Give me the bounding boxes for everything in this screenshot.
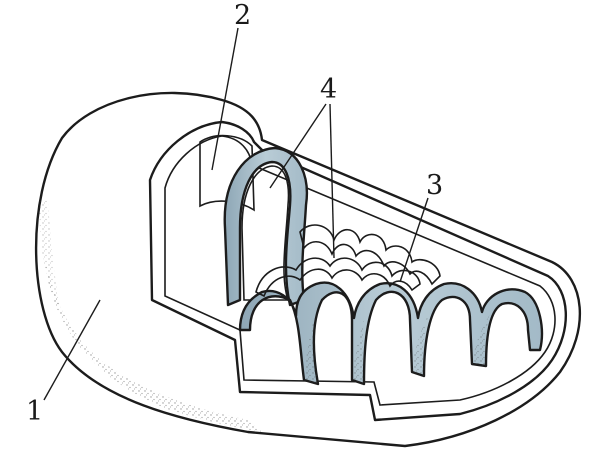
leader-4b <box>329 103 335 259</box>
leader-2 <box>211 27 239 171</box>
leader-4a <box>269 103 327 189</box>
label-4: 4 <box>320 74 337 105</box>
label-3: 3 <box>426 170 443 201</box>
cristae <box>238 224 544 386</box>
label-2: 2 <box>234 0 251 31</box>
leader-lines <box>43 27 429 401</box>
leader-3 <box>399 197 429 283</box>
label-1: 1 <box>26 396 43 427</box>
leader-1 <box>43 299 101 401</box>
